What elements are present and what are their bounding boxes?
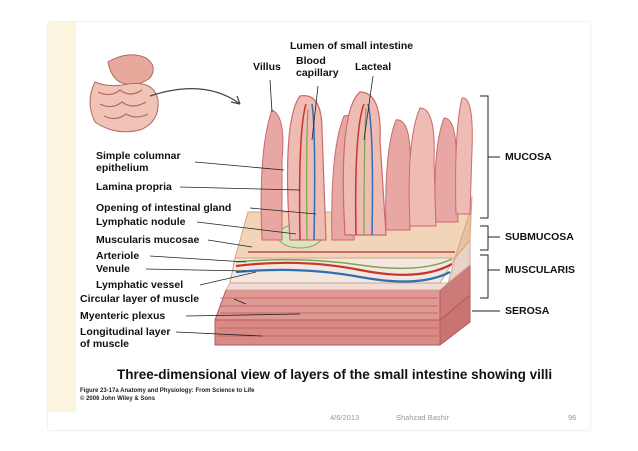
label-lymphatic-nodule: Lymphatic nodule — [96, 216, 186, 228]
submucosa-layer — [229, 238, 471, 285]
label-lumen: Lumen of small intestine — [290, 40, 414, 52]
figure-caption-title: Three-dimensional view of layers of the … — [117, 367, 553, 382]
layer-submucosa: SUBMUCOSA — [505, 231, 574, 243]
label-longitudinal-muscle: Longitudinal layer of muscle — [80, 326, 171, 350]
footer-author: Shahzad Bashir — [396, 413, 449, 422]
label-lamina-propria: Lamina propria — [96, 181, 172, 193]
label-myenteric-plexus: Myenteric plexus — [80, 310, 166, 322]
muscle-layers — [214, 263, 471, 347]
label-circular-muscle: Circular layer of muscle — [80, 293, 200, 305]
footer-date: 4/6/2013 — [330, 413, 360, 422]
figure-credit: Figure 23-17a Anatomy and Physiology: Fr… — [80, 388, 255, 394]
layer-muscularis: MUSCULARIS — [505, 264, 575, 276]
label-villus: Villus — [253, 61, 281, 73]
layer-serosa: SEROSA — [505, 305, 550, 317]
label-blood-capillary: Blood capillary — [296, 55, 339, 79]
label-opening-gland: Opening of intestinal gland — [96, 202, 232, 214]
layer-brackets — [472, 95, 500, 312]
villi — [260, 91, 473, 241]
pointer-arrow — [149, 88, 241, 105]
footer-page-number: 96 — [568, 413, 577, 422]
layer-mucosa: MUCOSA — [505, 151, 552, 163]
intestine-thumbnail — [89, 54, 159, 133]
label-muscularis-mucosae: Muscularis mucosae — [96, 234, 200, 246]
label-simple-columnar: Simple columnar epithelium — [96, 150, 181, 174]
label-venule: Venule — [96, 263, 130, 275]
label-arteriole: Arteriole — [96, 250, 140, 262]
label-lacteal: Lacteal — [355, 61, 392, 73]
slide-side-stripe — [48, 22, 76, 412]
label-lymphatic-vessel: Lymphatic vessel — [96, 279, 184, 291]
figure-copyright: © 2006 John Wiley & Sons — [80, 396, 156, 402]
leader-lines — [145, 75, 374, 337]
